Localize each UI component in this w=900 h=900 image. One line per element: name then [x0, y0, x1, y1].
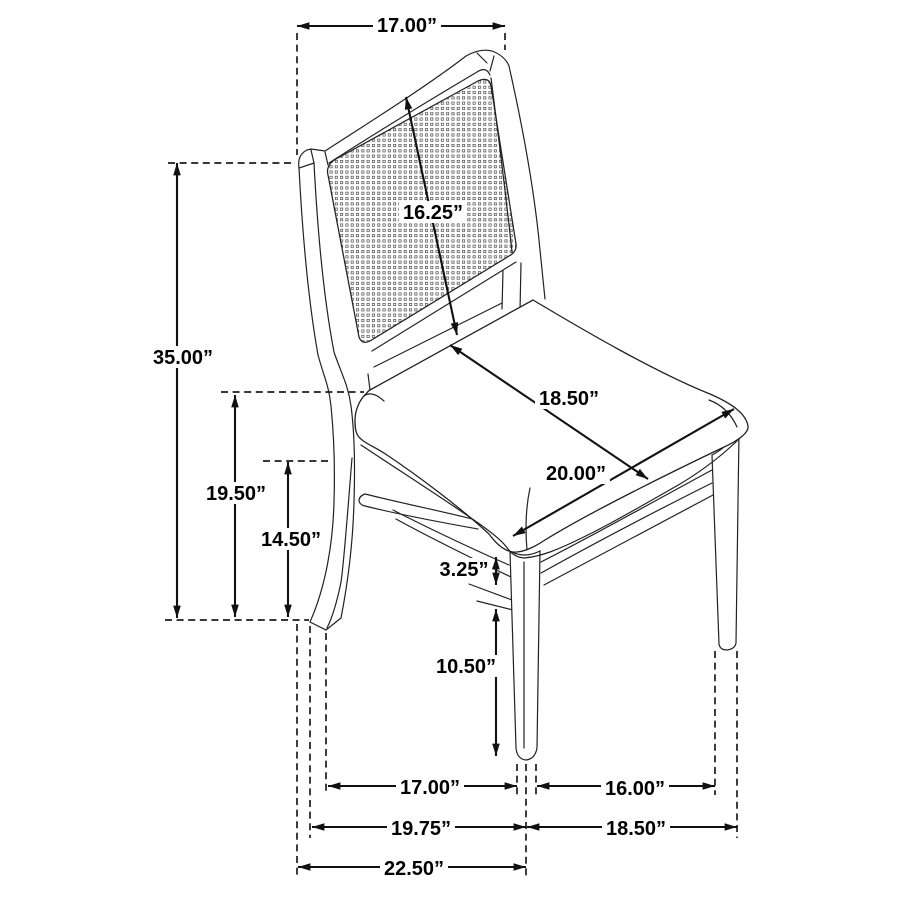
svg-text:18.50”: 18.50”	[539, 388, 599, 410]
svg-text:16.25”: 16.25”	[403, 202, 463, 224]
svg-text:16.00”: 16.00”	[605, 778, 665, 800]
svg-text:19.75”: 19.75”	[391, 818, 451, 840]
svg-text:17.00”: 17.00”	[377, 15, 437, 37]
svg-text:14.50”: 14.50”	[261, 529, 321, 551]
svg-text:22.50”: 22.50”	[384, 858, 444, 880]
svg-text:17.00”: 17.00”	[400, 777, 460, 799]
svg-text:20.00”: 20.00”	[546, 463, 606, 485]
svg-text:10.50”: 10.50”	[436, 656, 496, 678]
svg-text:3.25”: 3.25”	[440, 559, 489, 581]
svg-text:35.00”: 35.00”	[153, 347, 213, 369]
svg-text:18.50”: 18.50”	[606, 818, 666, 840]
svg-text:19.50”: 19.50”	[206, 483, 266, 505]
